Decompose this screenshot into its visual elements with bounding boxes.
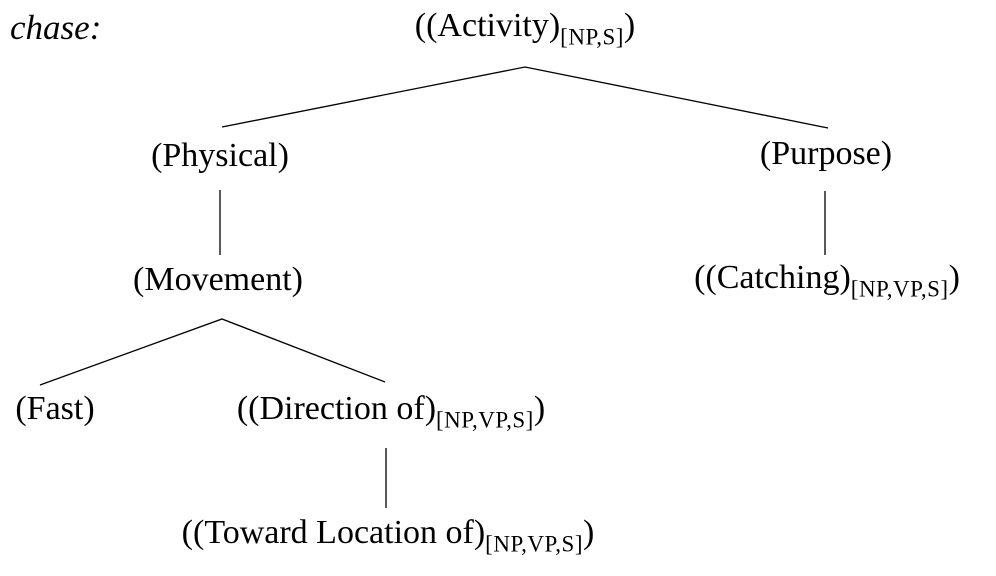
node-toward-location-subscript: [NP,VP,S]	[485, 531, 583, 557]
node-catching-main: ((Catching)	[694, 259, 851, 296]
tree-node-toward-location: ((Toward Location of)[NP,VP,S])	[182, 513, 595, 558]
tree-node-catching: ((Catching)[NP,VP,S])	[694, 258, 960, 303]
node-purpose-main: (Purpose)	[759, 135, 893, 172]
edge-activity-physical-purpose	[221, 66, 829, 129]
node-activity-close: )	[623, 7, 636, 44]
tree-node-physical: (Physical)	[151, 136, 289, 177]
node-movement-main: (Movement)	[133, 261, 303, 298]
node-direction-main: ((Direction of)	[236, 390, 437, 427]
tree-node-fast: (Fast)	[15, 389, 94, 430]
node-activity-main: ((Activity)	[414, 7, 561, 44]
node-activity-subscript: [NP,S]	[560, 24, 624, 50]
node-direction-close: )	[533, 390, 546, 427]
node-direction-subscript: [NP,VP,S]	[436, 407, 534, 433]
node-physical-main: (Physical)	[151, 137, 289, 174]
node-catching-subscript: [NP,VP,S]	[850, 276, 949, 302]
tree-node-movement: (Movement)	[133, 260, 303, 301]
node-fast-main: (Fast)	[15, 390, 95, 427]
node-catching-close: )	[948, 259, 960, 296]
tree-node-direction: ((Direction of)[NP,VP,S])	[237, 389, 545, 434]
edge-movement-fast-direction	[39, 318, 386, 386]
word-label-chase: chase:	[10, 8, 102, 47]
node-toward-location-main: ((Toward Location of)	[181, 514, 486, 551]
tree-node-activity: ((Activity)[NP,S])	[415, 6, 635, 51]
node-toward-location-close: )	[583, 514, 595, 551]
tree-node-purpose: (Purpose)	[760, 134, 892, 175]
